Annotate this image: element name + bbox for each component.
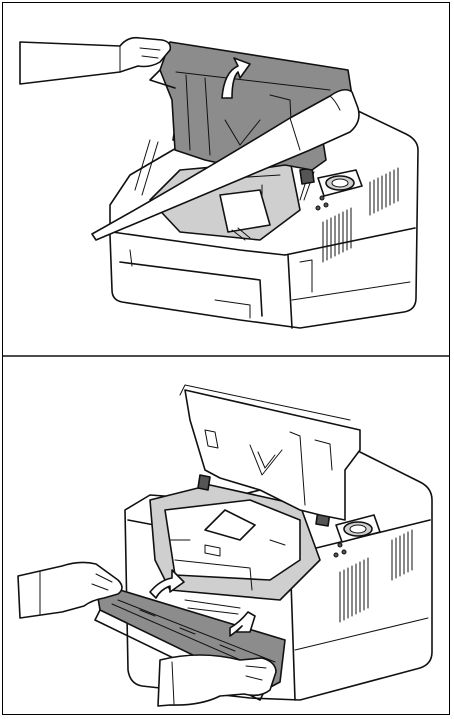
panel-top-open-top-cover xyxy=(20,38,418,328)
panel-bottom-open-front-cover xyxy=(18,385,432,706)
left-hand-top xyxy=(20,38,170,84)
